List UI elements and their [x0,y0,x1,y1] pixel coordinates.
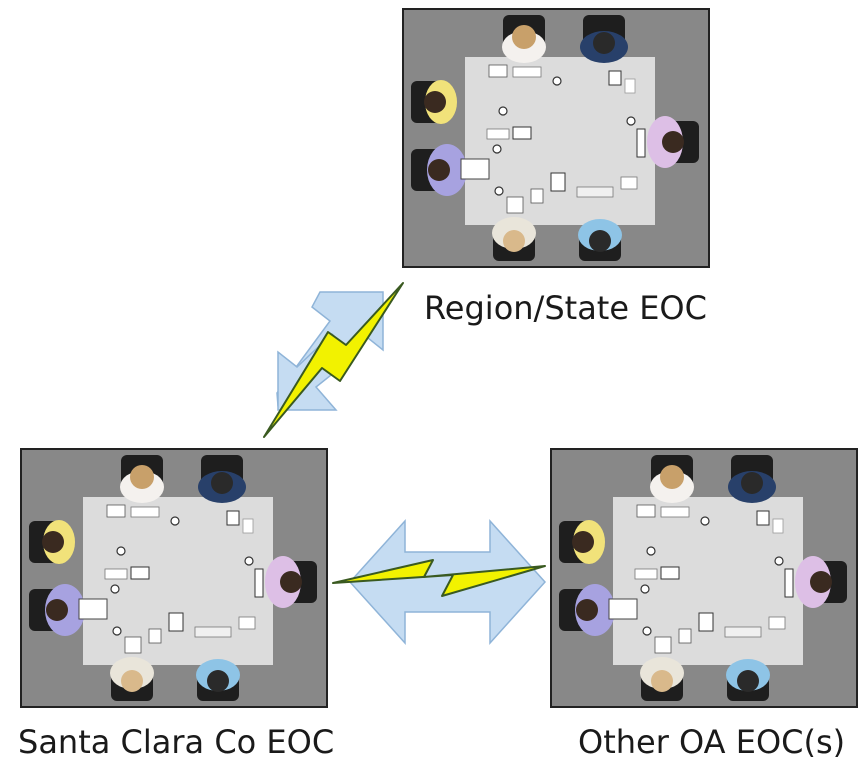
horizontal-double-arrow-icon [348,519,547,645]
other-oa-eoc-label: Other OA EOC(s) [578,723,846,761]
lightning-bolt-icon [332,559,546,597]
region-eoc-label: Region/State EOC [424,289,707,327]
lightning-bolt-icon [263,282,404,438]
santa-clara-eoc-label: Santa Clara Co EOC [18,723,335,761]
